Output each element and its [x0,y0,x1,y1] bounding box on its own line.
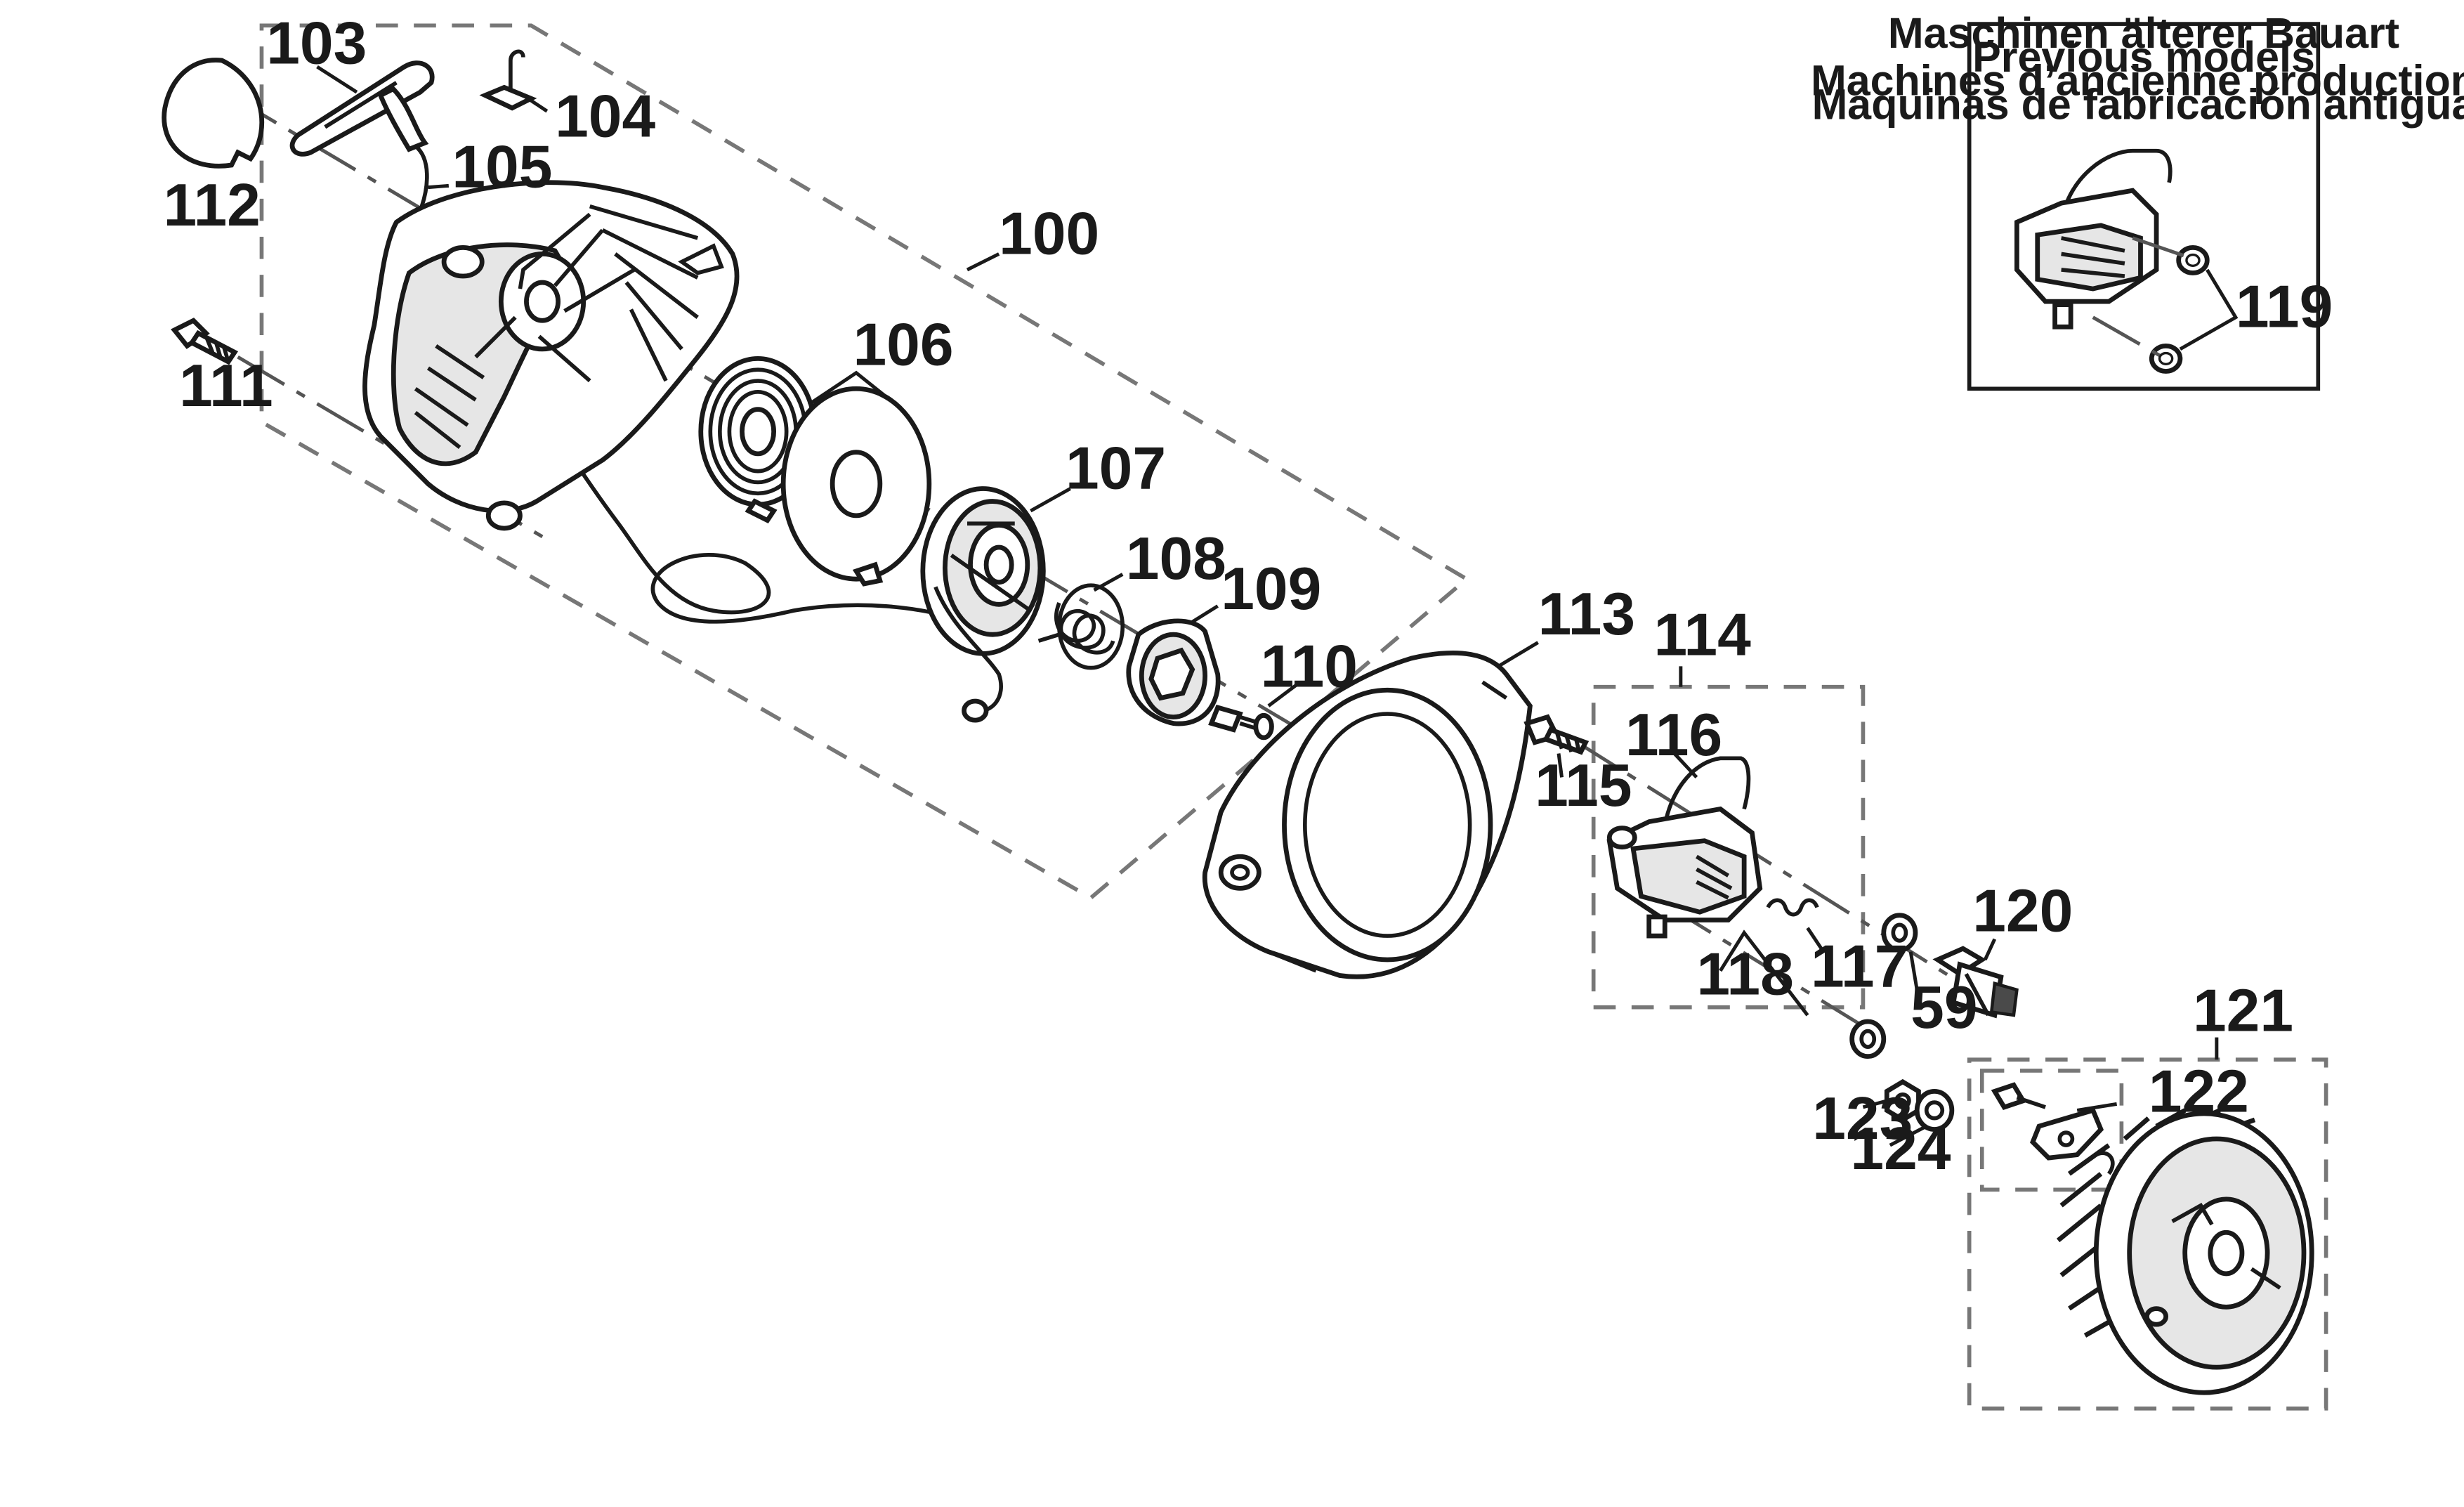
pawl-kit-group-outline [1979,1069,2124,1192]
callout-108: 108 [1126,525,1226,592]
inset-title-line-4: Máquinas de fabricación antigua [1812,81,2464,129]
starter-housing [362,180,740,531]
coil-spring-117 [1766,898,1819,917]
callout-118: 118 [1696,941,1793,1008]
old-ignition-coil-drawing [2014,148,2173,330]
flywheel-washer-124 [1914,1088,1955,1132]
callout-59: 59 [1911,974,1977,1041]
starter-handle-103 [289,60,435,157]
axis-line-coil-lower [1663,902,1873,1033]
callout-115: 115 [1535,752,1632,819]
pulley-screw-110 [1208,704,1274,741]
callout-123: 123 [1812,1085,1913,1152]
spark-plug-120 [1932,946,2019,1019]
flywheel-group-outline [1967,1057,2328,1411]
inset-title-line-3: Machines d’ancienne production [1811,57,2464,105]
callout-113: 113 [1538,580,1635,648]
callout-114: 114 [1653,601,1751,669]
rope-clip-104 [479,49,537,111]
flywheel-pawl-kit-122 [1991,1082,2115,1175]
callout-100: 100 [999,200,1099,267]
previous-models-inset: Maschinen älterer Bauart Previous models… [1811,9,2464,391]
callout-117: 117 [1811,932,1908,1000]
callout-105: 105 [452,133,552,201]
callout-109: 109 [1221,555,1321,622]
inset-title-line-2: Previous models [1972,33,2315,81]
callout-111: 111 [179,352,273,419]
coil-screw-115 [1523,714,1590,755]
pulley-spring-108 [1037,583,1125,670]
decal-112 [162,58,265,169]
fan-housing-113 [1202,651,1533,979]
spring-cover-plate [780,386,932,587]
callout-119: 119 [2236,273,2333,340]
inset-title-line-1: Maschinen älterer Bauart [1888,9,2399,57]
callout-110: 110 [1261,633,1358,700]
callout-104: 104 [555,82,655,150]
callout-120: 120 [1972,877,2073,944]
callout-121: 121 [2193,977,2293,1045]
ignition-coil-116 [1606,756,1763,939]
flywheel-121 [2056,1108,2314,1395]
callout-122: 122 [2149,1058,2249,1126]
callout-116: 116 [1625,701,1722,769]
callout-124: 124 [1850,1115,1951,1182]
ignition-coil-group-outline [1591,684,1866,1010]
rope-pulley-107 [920,486,1046,723]
housing-screw-111 [171,318,239,365]
sleeve-59 [1849,913,1918,1059]
callout-107: 107 [1066,435,1166,502]
callout-106: 106 [853,311,953,378]
leader-lines [316,65,2219,1147]
pawl-carrier-109 [1126,618,1221,726]
callout-103: 103 [266,10,367,77]
callout-112: 112 [164,171,261,239]
